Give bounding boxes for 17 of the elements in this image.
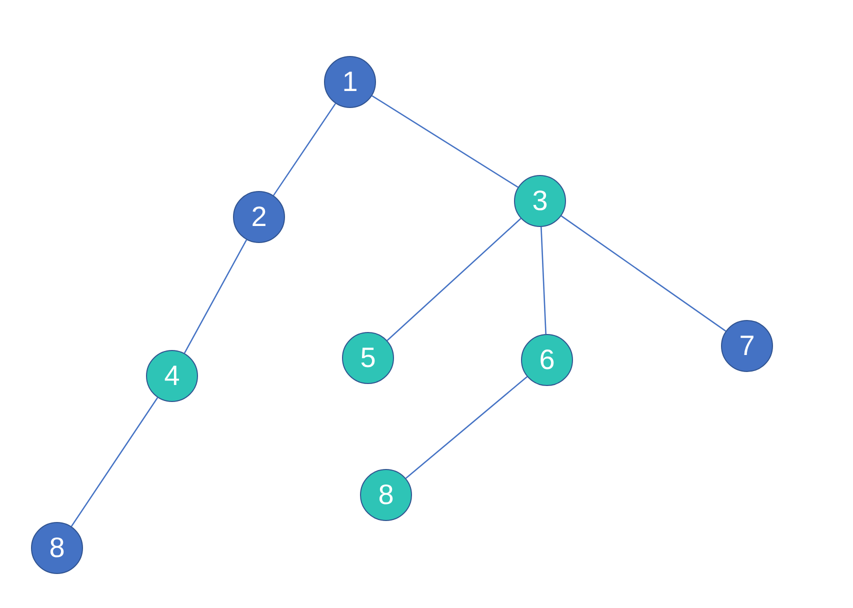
tree-node: 8 (31, 522, 83, 574)
connector-line (70, 397, 158, 527)
tree-node: 8 (360, 469, 412, 521)
tree-node: 5 (342, 332, 394, 384)
connector-line (184, 240, 248, 354)
connector-line (540, 226, 546, 334)
connector-line (560, 215, 726, 332)
connector-line (273, 103, 336, 196)
tree-node: 6 (521, 334, 573, 386)
tree-node: 3 (514, 175, 566, 227)
tree-node: 7 (721, 320, 773, 372)
connector-line (386, 218, 522, 341)
tree-node: 2 (233, 191, 285, 243)
tree-node: 4 (146, 350, 198, 402)
tree-node: 1 (324, 56, 376, 108)
connector-line (406, 376, 528, 479)
connector-line (372, 95, 518, 188)
